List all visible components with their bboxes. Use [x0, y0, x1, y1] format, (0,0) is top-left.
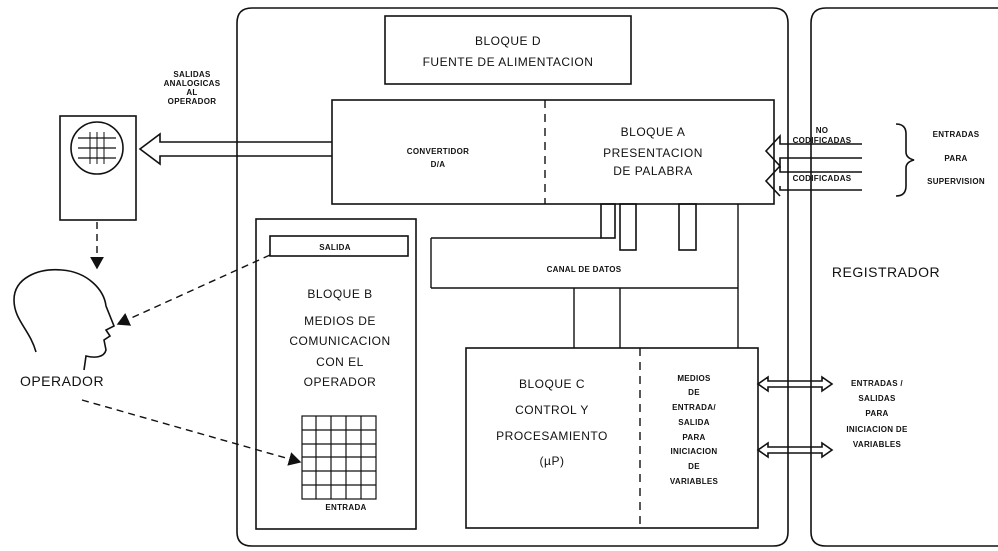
- bloque-d-title: BLOQUE D: [475, 34, 541, 48]
- entradas-supervision-3: SUPERVISION: [927, 177, 985, 186]
- bloque-a-line3: DE PALABRA: [613, 164, 692, 178]
- bus-stub-3: [679, 204, 696, 250]
- salida-label: SALIDA: [319, 243, 351, 252]
- convertidor-da: D/A: [431, 160, 446, 169]
- io-arrow-lower: [758, 443, 832, 457]
- bloque-a-box: [332, 100, 774, 204]
- entrada-label: ENTRADA: [325, 503, 366, 512]
- bloque-b-line2: MEDIOS DE: [304, 314, 376, 328]
- convertidor-label: CONVERTIDOR: [407, 147, 469, 156]
- svg-text:INICIACION DE: INICIACION DE: [846, 425, 908, 434]
- entradas-supervision-1: ENTRADAS: [933, 130, 980, 139]
- bloque-b-line3: COMUNICACION: [289, 334, 390, 348]
- io-arrow-upper: [758, 377, 832, 391]
- bus-stub-2: [620, 204, 636, 250]
- entradas-supervision-2: PARA: [944, 154, 967, 163]
- bloque-b-line4: CON EL: [316, 355, 364, 369]
- salidas-analogicas-2: ANALOGICAS: [164, 79, 221, 88]
- analog-output-arrow: [140, 134, 332, 164]
- canal-datos-label: CANAL DE DATOS: [547, 265, 622, 274]
- keypad-grid: [302, 416, 376, 499]
- operator-head-icon: [14, 270, 114, 370]
- salida-to-operator-arrow: [118, 255, 270, 324]
- bloque-a-line2: PRESENTACION: [603, 146, 703, 160]
- entradas-salidas-text: ENTRADAS / SALIDAS PARA INICIACION DE VA…: [846, 379, 908, 449]
- svg-text:SALIDAS: SALIDAS: [858, 394, 896, 403]
- bloque-c-line3: PROCESAMIENTO: [496, 429, 608, 443]
- svg-text:PARA: PARA: [865, 409, 888, 418]
- svg-text:VARIABLES: VARIABLES: [670, 477, 719, 486]
- svg-text:DE: DE: [688, 462, 700, 471]
- salidas-analogicas-3: AL: [186, 88, 197, 97]
- bus-stub-1: [601, 204, 615, 238]
- bloque-b-title: BLOQUE B: [307, 287, 372, 301]
- operator-to-keypad-arrow: [82, 400, 300, 462]
- svg-text:MEDIOS: MEDIOS: [677, 374, 711, 383]
- svg-text:VARIABLES: VARIABLES: [853, 440, 902, 449]
- salidas-analogicas-4: OPERADOR: [168, 97, 217, 106]
- no-codificadas-1: NO: [816, 126, 829, 135]
- bloque-c-title: BLOQUE C: [519, 377, 585, 391]
- medios-entrada-text: MEDIOS DE ENTRADA/ SALIDA PARA INICIACIO…: [670, 374, 719, 486]
- bloque-c-line2: CONTROL Y: [515, 403, 589, 417]
- supervision-brace: [896, 124, 914, 196]
- bloque-b-box: [256, 219, 416, 529]
- svg-text:DE: DE: [688, 388, 700, 397]
- system-enclosure: [237, 8, 788, 546]
- meter-device: [60, 116, 136, 220]
- bloque-d-box: [385, 16, 631, 84]
- svg-text:PARA: PARA: [682, 433, 705, 442]
- svg-text:ENTRADA/: ENTRADA/: [672, 403, 716, 412]
- svg-text:INICIACION: INICIACION: [671, 447, 718, 456]
- bloque-a-title: BLOQUE A: [621, 125, 686, 139]
- registrador-label: REGISTRADOR: [832, 264, 940, 280]
- bloque-c-line4: (µP): [540, 454, 565, 468]
- bloque-d-subtitle: FUENTE DE ALIMENTACION: [423, 55, 594, 69]
- salidas-analogicas-1: SALIDAS: [173, 70, 211, 79]
- operator-label: OPERADOR: [20, 373, 104, 389]
- bloque-b-line5: OPERADOR: [304, 375, 377, 389]
- svg-text:ENTRADAS /: ENTRADAS /: [851, 379, 903, 388]
- svg-text:SALIDA: SALIDA: [678, 418, 710, 427]
- codificadas-label: CODIFICADAS: [793, 174, 852, 183]
